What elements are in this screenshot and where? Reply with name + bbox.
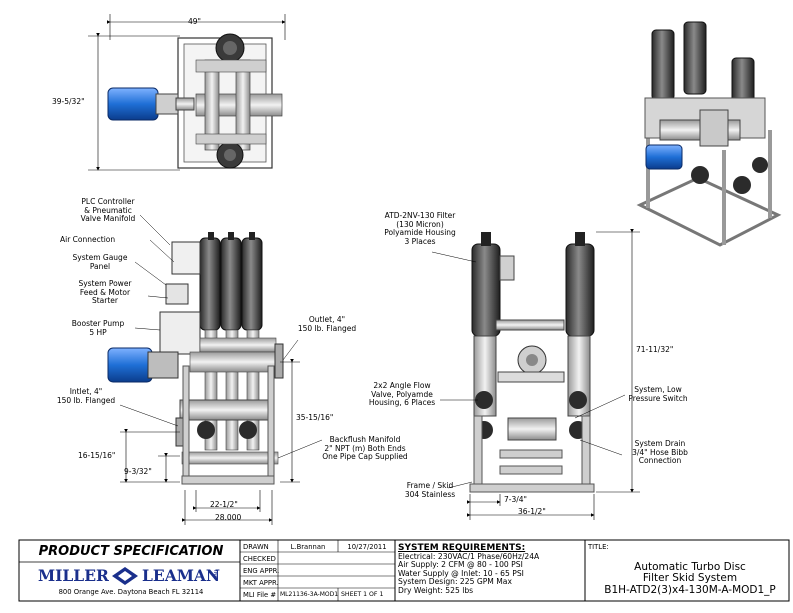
- callout-frame: Frame / Skid 304 Stainless: [392, 481, 468, 499]
- checked-label: CHECKED: [243, 555, 276, 563]
- sysreq-line: Electrical: 230VAC/1 Phase/60Hz/24A: [398, 552, 540, 561]
- drawn-by: L.Brannan: [290, 543, 326, 551]
- callout-inlet: Intlet, 4" 150 lb. Flanged: [46, 387, 126, 405]
- callout-pump: Booster Pump 5 HP: [60, 319, 136, 337]
- callout-backflush-text: Backflush Manifold 2" NPT (m) Both Ends …: [322, 435, 408, 462]
- callout-angle-text: 2x2 Angle Flow Valve, Polyamde Housing, …: [368, 381, 436, 408]
- callout-drain: System Drain 3/4" Hose Bibb Connection: [620, 439, 700, 466]
- callout-power: System Power Feed & Motor Starter: [60, 279, 150, 306]
- dim-pump-height: 16-15/16": [78, 451, 116, 460]
- diamond-logo-icon: [112, 567, 138, 585]
- top-view: [88, 14, 286, 171]
- callout-air: Air Connection: [60, 235, 116, 244]
- company-name-left: MILLER: [38, 566, 109, 585]
- callout-filter: ATD-2NV-130 Filter (130 Micron) Polyamid…: [370, 211, 470, 246]
- callout-backflush: Backflush Manifold 2" NPT (m) Both Ends …: [315, 435, 415, 462]
- dim-side-outer: 36-1/2": [518, 507, 546, 516]
- sysreq-line: Air Supply: 2 CFM @ 80 - 100 PSI: [398, 560, 523, 570]
- drawn-date: 10/27/2011: [347, 543, 387, 551]
- company-suffix: INC: [212, 570, 218, 580]
- callout-outlet: Outlet, 4" 150 lb. Flanged: [292, 315, 362, 333]
- callout-plc-text: PLC Controller & Pneumatic Valve Manifol…: [80, 197, 136, 224]
- callout-pump-text: Booster Pump 5 HP: [71, 319, 125, 337]
- system-requirements-list: Electrical: 230VAC/1 Phase/60Hz/24A Air …: [398, 552, 540, 595]
- title-line-3: B1H-ATD2(3)x4-130M-A-MOD1_P: [604, 583, 776, 596]
- front-view: [107, 214, 323, 525]
- callout-inlet-text: Intlet, 4" 150 lb. Flanged: [56, 387, 116, 405]
- callout-gauge-text: System Gauge Panel: [72, 253, 128, 271]
- sysreq-line: System Design: 225 GPM Max: [398, 577, 512, 587]
- company-logo: MILLER LEAMAN INC: [30, 566, 230, 586]
- callout-frame-text: Frame / Skid 304 Stainless: [404, 481, 456, 499]
- dim-side-height: 71-11/32": [636, 345, 674, 354]
- title-label: TITLE:: [588, 543, 609, 551]
- callout-switch: System, Low Pressure Switch: [618, 385, 698, 403]
- callout-gauge: System Gauge Panel: [60, 253, 140, 271]
- dim-front-outer: 28.000: [215, 513, 242, 522]
- dim-front-inner: 22-1/2": [210, 500, 238, 509]
- callout-outlet-text: Outlet, 4" 150 lb. Flanged: [297, 315, 357, 333]
- product-spec-heading: PRODUCT SPECIFICATION: [38, 544, 224, 559]
- company-address: 800 Orange Ave. Daytona Beach FL 32114: [58, 588, 204, 596]
- sysreq-line: Water Supply @ Inlet: 10 - 65 PSI: [398, 568, 524, 578]
- title-block-grid: [18, 539, 790, 602]
- dim-front-height: 35-15/16": [296, 413, 334, 422]
- title-line-1: Automatic Turbo Disc: [634, 561, 746, 573]
- callout-power-text: System Power Feed & Motor Starter: [78, 279, 132, 306]
- mkt-label: MKT APPR.: [243, 579, 279, 587]
- callout-switch-text: System, Low Pressure Switch: [628, 385, 688, 403]
- sheet-number: SHEET 1 OF 1: [341, 591, 384, 598]
- callout-plc: PLC Controller & Pneumatic Valve Manifol…: [58, 197, 158, 224]
- title-line-2: Filter Skid System: [642, 572, 738, 585]
- company-name-right: LEAMAN: [142, 566, 221, 585]
- dim-side-inner: 7-3/4": [504, 495, 527, 504]
- eng-label: ENG APPR.: [243, 567, 280, 575]
- dim-top-height: 39-5/32": [52, 97, 85, 106]
- mli-value: ML21136-3A-MOD1: [280, 591, 339, 598]
- callout-filter-text: ATD-2NV-130 Filter (130 Micron) Polyamid…: [384, 211, 456, 246]
- callout-drain-text: System Drain 3/4" Hose Bibb Connection: [632, 439, 688, 466]
- isometric-view: [636, 21, 782, 247]
- side-view: [431, 229, 640, 520]
- system-requirements-heading: SYSTEM REQUIREMENTS:: [398, 543, 526, 553]
- sysreq-line: Dry Weight: 525 lbs: [398, 585, 474, 595]
- drawn-label: DRAWN: [243, 543, 269, 551]
- dim-top-width: 49": [188, 17, 201, 26]
- dim-low-height: 9-3/32": [124, 467, 152, 476]
- drawing-title: Automatic Turbo Disc Filter Skid System …: [590, 561, 790, 596]
- callout-angle: 2x2 Angle Flow Valve, Polyamde Housing, …: [360, 381, 444, 408]
- mli-label: MLI File #: [243, 591, 277, 599]
